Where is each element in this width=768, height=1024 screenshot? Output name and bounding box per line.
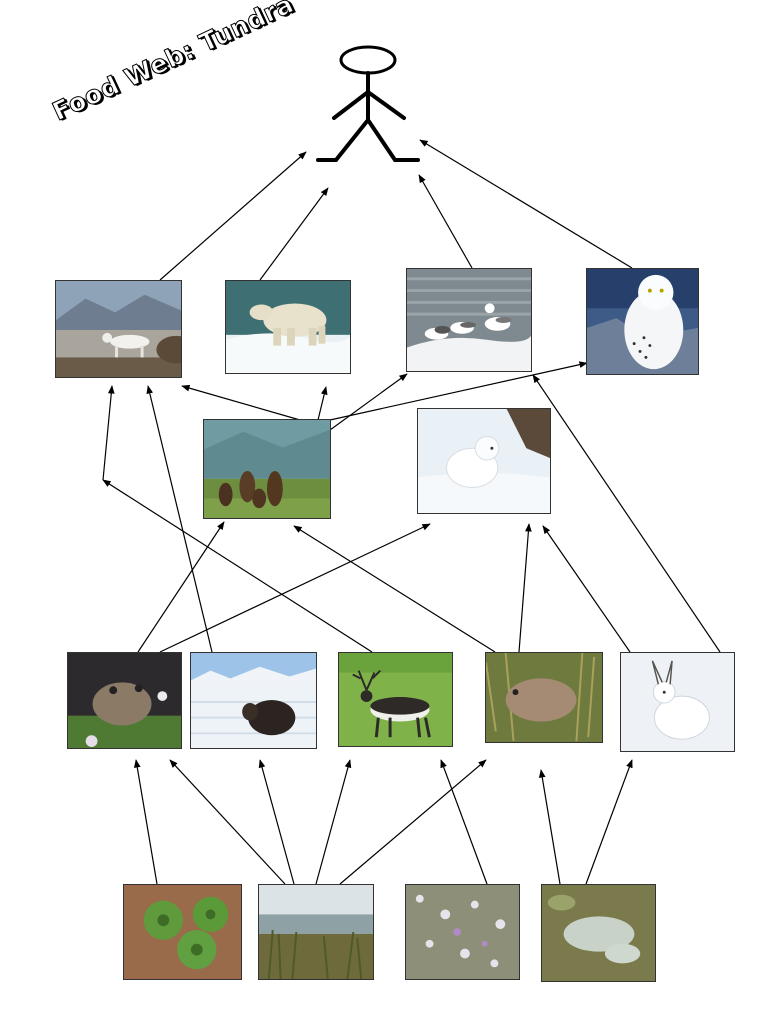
- arrow-brownbears-to-owl: [329, 361, 588, 421]
- arrow-sedge-to-muskox: [258, 759, 295, 885]
- arctic-hare-photo: [620, 652, 735, 752]
- arrow-pika-to-brownbears: [137, 521, 225, 653]
- arrow-caribou-to-wolf: [102, 479, 373, 653]
- musk-ox-photo: [190, 652, 317, 749]
- arrow-muskox-to-wolf: [146, 385, 213, 653]
- snowy-owl-photo: [586, 268, 699, 375]
- arrow-lemming-to-brownbears: [293, 525, 496, 653]
- pika-photo: [67, 652, 182, 749]
- arrow-gulls-to-human: [418, 174, 473, 269]
- arrow-owl-to-human: [419, 139, 633, 269]
- polar-bear-photo: [225, 280, 351, 374]
- arctic-wolf-photo: [55, 280, 182, 378]
- grizzly-bears-photo: [203, 419, 331, 519]
- lemming-photo: [485, 652, 603, 743]
- arrow-hare-to-fox: [542, 525, 631, 653]
- arrow-flowers-to-caribou: [440, 759, 488, 885]
- arrow-rosette-to-pika: [133, 759, 158, 885]
- arrow-sedge-to-lemming: [339, 759, 487, 885]
- arrow-polarbear-to-human: [259, 187, 329, 281]
- stick-figure-icon: [316, 45, 420, 162]
- arrow-brownbears-to-wolf: [181, 384, 301, 421]
- arrow-brownbears-to-polarbear: [317, 386, 328, 421]
- arrow-wolf-to-human: [159, 151, 307, 281]
- lichen-photo: [541, 884, 656, 982]
- arctic-fox-photo: [417, 408, 551, 514]
- arrow-lemming-to-fox: [518, 523, 532, 653]
- arrow-pika-to-fox: [159, 523, 431, 653]
- tundra-flowers-photo: [405, 884, 520, 980]
- arrow-brownbears-to-gulls: [329, 373, 408, 431]
- arrow-caribou-to-wolf-b: [102, 385, 115, 481]
- caribou-photo: [338, 652, 453, 747]
- arrow-hare-to-gulls: [532, 374, 721, 653]
- arrow-lichen-to-lemming: [538, 769, 561, 885]
- sedge-wetland-photo: [258, 884, 374, 980]
- green-plant-photo: [123, 884, 242, 980]
- arrow-lichen-to-hare: [585, 759, 633, 885]
- arrow-sedge-to-pika: [169, 759, 286, 885]
- arrow-sedge-to-caribou: [315, 759, 352, 885]
- gulls-photo: [406, 268, 532, 372]
